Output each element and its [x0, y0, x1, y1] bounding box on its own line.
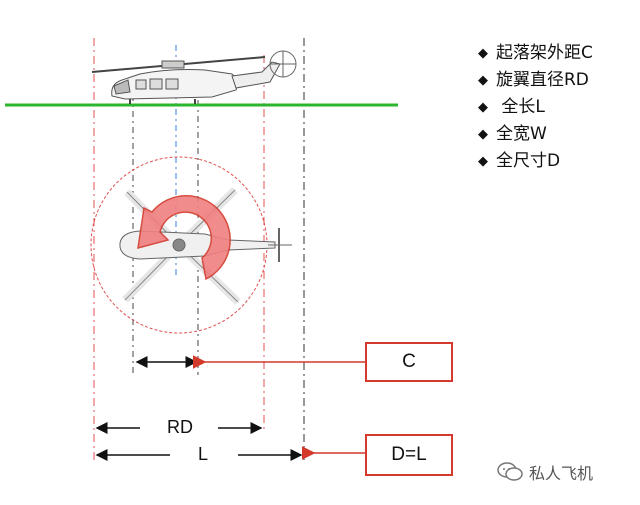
- legend: ◆起落架外距C ◆旋翼直径RD ◆ 全长L ◆全宽W ◆全尺寸D: [478, 40, 593, 175]
- dimension-l: [95, 446, 365, 461]
- c-callout-text: C: [402, 351, 416, 372]
- legend-item-overall-width: ◆全宽W: [478, 121, 593, 148]
- diamond-bullet-icon: ◆: [478, 73, 488, 88]
- diamond-bullet-icon: ◆: [478, 154, 488, 169]
- dl-callout-text: D=L: [391, 444, 427, 465]
- wechat-icon: [497, 462, 523, 481]
- rd-label: RD: [167, 417, 193, 437]
- diamond-bullet-icon: ◆: [478, 46, 488, 61]
- rotor-disc: [90, 156, 292, 334]
- c-callout-box: C: [365, 342, 453, 382]
- helicopter-side-view: [91, 50, 297, 104]
- rotation-arrow-icon: [137, 194, 231, 281]
- legend-item-full-size: ◆全尺寸D: [478, 148, 593, 175]
- legend-item-rotor-diameter: ◆旋翼直径RD: [478, 67, 593, 94]
- watermark: 私人飞机: [497, 460, 593, 484]
- dl-callout-box: D=L: [365, 434, 453, 476]
- legend-item-gear-distance: ◆起落架外距C: [478, 40, 593, 67]
- diamond-bullet-icon: ◆: [478, 100, 488, 115]
- legend-item-overall-length: ◆ 全长L: [478, 94, 593, 121]
- l-label: L: [197, 444, 209, 464]
- diamond-bullet-icon: ◆: [478, 127, 488, 142]
- watermark-text: 私人飞机: [529, 464, 594, 483]
